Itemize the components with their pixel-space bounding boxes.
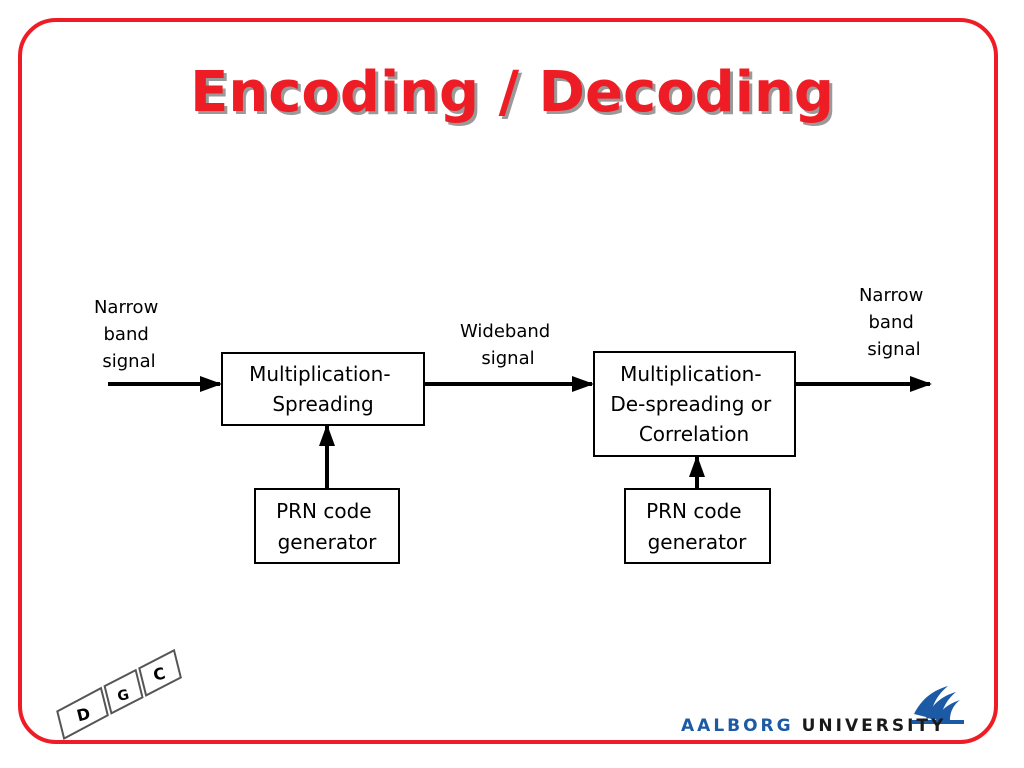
input-signal-label: Narrow band signal	[94, 297, 164, 372]
wideband-label-line: Wideband	[460, 321, 550, 342]
prn-left-line: generator	[278, 530, 378, 554]
slide-frame	[18, 18, 998, 744]
despreading-box-line: Correlation	[639, 422, 749, 446]
output-label-line: band	[868, 312, 913, 333]
dgc-logo: D G C	[56, 648, 182, 740]
aau-word-aalborg: AALBORG	[681, 716, 794, 736]
aau-word-university: UNIVERSITY	[801, 716, 947, 736]
despreading-box-line: Multiplication-	[620, 362, 761, 386]
input-label-line: Narrow	[94, 297, 158, 318]
despreading-box	[593, 351, 796, 457]
prn-generator-right-label: PRN code generator	[646, 499, 748, 554]
dgc-letter: G	[116, 687, 131, 705]
output-label-line: signal	[867, 339, 920, 360]
spreading-box-label: Multiplication- Spreading	[249, 362, 397, 416]
output-signal-label: Narrow band signal	[859, 285, 929, 360]
prn-right-line: PRN code	[646, 499, 742, 523]
prn-right-line: generator	[648, 530, 748, 554]
despreading-box-line: De-spreading or	[610, 392, 772, 416]
wideband-signal-label: Wideband signal	[460, 321, 556, 369]
spreading-box-line: Multiplication-	[249, 362, 390, 386]
aau-emblem-icon	[912, 686, 964, 724]
prn-generator-right-box	[624, 488, 771, 564]
despreading-box-label: Multiplication- De-spreading or Correlat…	[610, 362, 777, 446]
input-label-line: band	[103, 324, 148, 345]
spreading-box	[221, 352, 425, 426]
slide-title: Encoding / Decoding	[190, 60, 834, 125]
dgc-letter: D	[75, 704, 92, 726]
prn-generator-left-box	[254, 488, 400, 564]
aau-wordmark: AALBORG UNIVERSITY	[681, 716, 946, 736]
spreading-box-line: Spreading	[272, 392, 373, 416]
output-label-line: Narrow	[859, 285, 923, 306]
input-label-line: signal	[102, 351, 155, 372]
prn-generator-left-label: PRN code generator	[276, 499, 378, 554]
wideband-label-line: signal	[481, 348, 534, 369]
prn-left-line: PRN code	[276, 499, 372, 523]
dgc-letter: C	[151, 663, 167, 684]
